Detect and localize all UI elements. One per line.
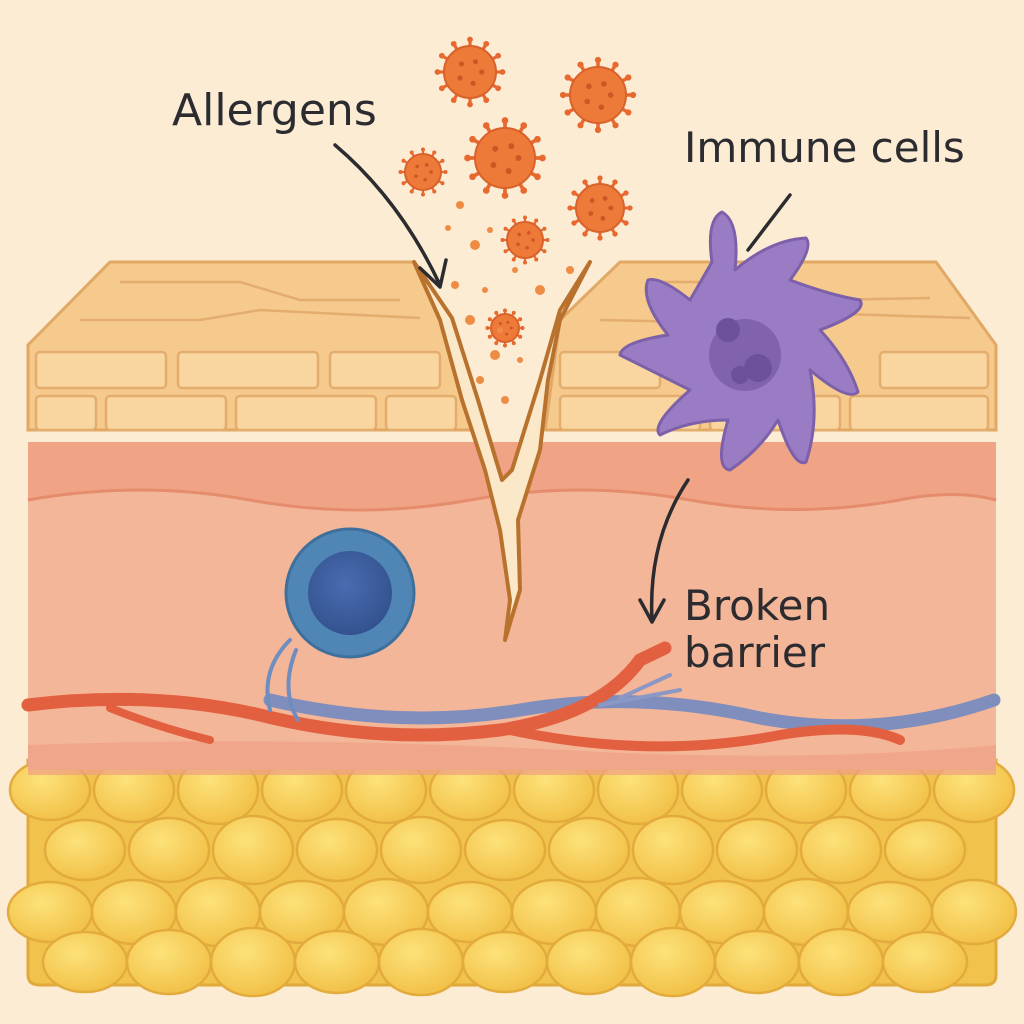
broken-barrier-line1: Broken bbox=[684, 581, 831, 630]
broken-barrier-label: Broken barrier bbox=[684, 582, 830, 676]
fat-cell-icon bbox=[631, 814, 715, 886]
fat-cell-icon bbox=[881, 930, 969, 994]
blood-vessels bbox=[21, 641, 1001, 752]
fat-cell-icon bbox=[463, 818, 547, 882]
allergens-label: Allergens bbox=[172, 85, 377, 136]
immune-cells-pointer bbox=[746, 193, 792, 252]
fat-cell-icon bbox=[930, 878, 1018, 946]
fat-cell-icon bbox=[293, 929, 381, 995]
fat-cell-icon bbox=[43, 818, 127, 882]
fat-cell-icon bbox=[799, 815, 883, 885]
fat-cell-icon bbox=[125, 928, 213, 996]
allergen-particles bbox=[398, 36, 637, 348]
allergen-particle-icon bbox=[464, 117, 546, 199]
fat-cell-icon bbox=[461, 930, 549, 994]
fat-cell-icon bbox=[547, 816, 631, 884]
barrier-crack bbox=[412, 260, 592, 642]
fat-cell-icon bbox=[377, 927, 465, 997]
allergen-particle-icon bbox=[559, 56, 637, 134]
fat-cell-icon bbox=[209, 926, 297, 998]
fat-cell-icon bbox=[295, 817, 379, 883]
allergen-particle-icon bbox=[567, 175, 633, 241]
fat-cell-icon bbox=[127, 816, 211, 884]
allergen-particle-icon bbox=[398, 147, 448, 197]
allergen-specks bbox=[445, 201, 574, 404]
broken-barrier-line2: barrier bbox=[684, 628, 825, 678]
artery bbox=[21, 641, 672, 742]
vein bbox=[263, 693, 1001, 733]
fat-cell-icon bbox=[797, 927, 885, 997]
immune-cells-label: Immune cells bbox=[684, 123, 965, 172]
immune-cell-icon bbox=[618, 210, 863, 472]
allergens-arrow bbox=[333, 143, 442, 287]
lymphocyte-icon bbox=[265, 527, 416, 722]
allergen-particle-icon bbox=[485, 308, 525, 348]
fat-cell-icon bbox=[713, 929, 801, 995]
stratum-corneum bbox=[26, 260, 998, 432]
annotation-arrows bbox=[333, 143, 792, 624]
fat-cell-icon bbox=[379, 815, 463, 885]
fat-layer bbox=[6, 754, 1018, 998]
fat-cell-icon bbox=[545, 928, 633, 996]
fat-cell-icon bbox=[41, 930, 129, 994]
allergen-particle-icon bbox=[434, 36, 506, 108]
fat-cell-icon bbox=[629, 926, 717, 998]
fat-cell-icon bbox=[211, 814, 295, 886]
fat-cell-icon bbox=[715, 817, 799, 883]
fat-cell-icon bbox=[883, 818, 967, 882]
allergen-particle-icon bbox=[500, 215, 550, 265]
broken-barrier-arrow bbox=[649, 478, 690, 622]
